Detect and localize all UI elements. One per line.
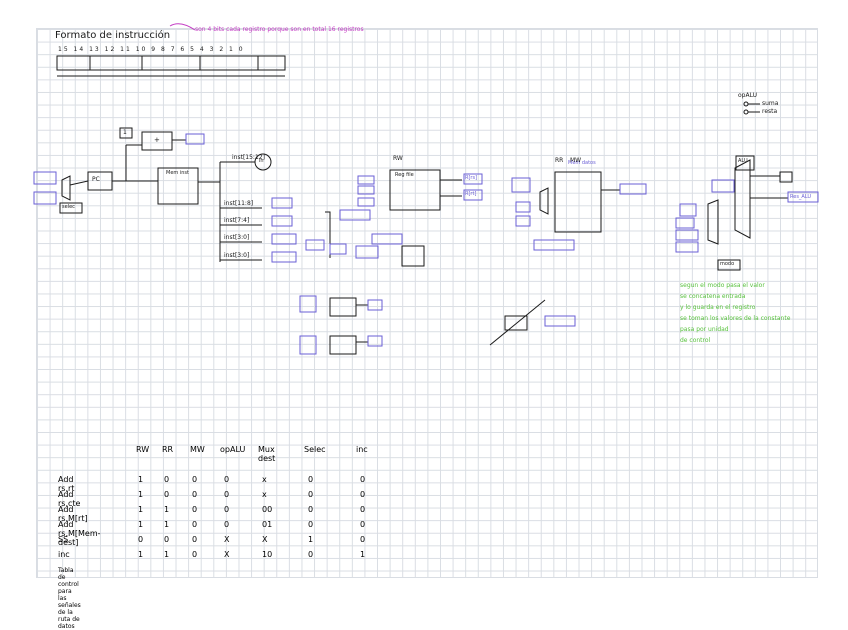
table-footer: Tabla de control para las señales de la … — [58, 567, 81, 630]
format-title: Formato de instrucción — [55, 30, 171, 41]
reg-file-label: Reg file — [395, 172, 414, 178]
graph-paper-grid — [36, 28, 818, 578]
circle-label: in — [259, 158, 264, 164]
sel-box — [59, 202, 83, 214]
data-mem-label: Mem datos — [568, 160, 596, 166]
instr-field-0: inst[15:12] — [232, 154, 265, 161]
instr-field-3: inst[3:0] — [224, 234, 250, 241]
datapath-diagram — [33, 23, 819, 355]
pink-note: son 4 bits cada registro porque son en t… — [195, 26, 364, 33]
adder-box — [141, 131, 173, 151]
alu-out-label: Res_ALU — [790, 194, 812, 200]
data-mem-box — [554, 171, 602, 233]
rw-label: RW — [393, 155, 403, 162]
mw-label: MW — [570, 157, 582, 164]
inst-mem-label: Mem inst — [166, 170, 189, 176]
pc-in-2 — [33, 191, 57, 205]
instr-field-1: inst[11:8] — [224, 200, 254, 207]
reg-out-rs: R[rs] — [465, 175, 478, 181]
circle-node — [254, 153, 272, 171]
rr-label: RR — [555, 157, 564, 164]
green-notes: segun el modo pasa el valor se concatena… — [680, 282, 791, 344]
pc-in-1 — [33, 171, 57, 185]
inst-mem-box — [157, 167, 199, 205]
adder-label: + — [154, 136, 160, 144]
opalu-label: opALU — [738, 92, 758, 99]
alu-label: ALU — [738, 158, 748, 164]
instr-field-2: inst[7:4] — [224, 217, 250, 224]
resta-label: resta — [762, 108, 778, 115]
pc-mux — [61, 175, 71, 201]
instr-field-4: inst[3:0] — [224, 252, 250, 259]
alu-shape — [734, 159, 751, 239]
one-label: 1 — [123, 129, 127, 136]
bit-numbers: 15 14 13 12 11 10 9 8 7 6 5 4 3 2 1 0 — [58, 46, 245, 53]
suma-label: suma — [762, 100, 779, 107]
reg-file-box — [389, 169, 441, 211]
modo-label: modo — [720, 261, 735, 267]
sel-label: selec — [62, 204, 75, 210]
const-one — [119, 127, 133, 139]
format-box — [56, 55, 286, 71]
pc-label: PC — [92, 176, 100, 183]
reg-out-rt: R[rt] — [465, 191, 477, 197]
